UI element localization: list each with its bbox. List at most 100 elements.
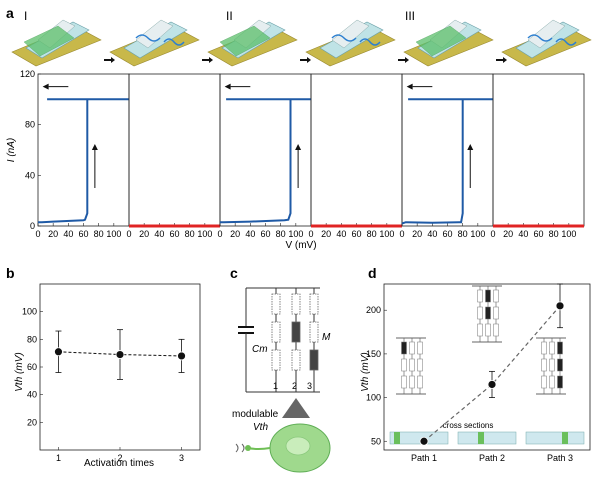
y-tick-label: 120 xyxy=(20,69,35,79)
phase-label-3: III xyxy=(405,9,415,23)
d-data-point xyxy=(419,436,429,446)
b-data-point xyxy=(54,347,63,357)
iv-xlabel: V (mV) xyxy=(285,240,316,251)
bridge xyxy=(135,19,174,49)
d-y-tick-label: 100 xyxy=(366,393,381,403)
inset-memristor-icon xyxy=(557,358,563,372)
branch-2 xyxy=(291,288,301,392)
inset-memristor-icon xyxy=(417,341,423,355)
iv-trace xyxy=(401,98,493,225)
arrow-head-icon xyxy=(467,144,474,150)
memristor-icon xyxy=(291,349,301,371)
x-tick-label: 100 xyxy=(379,229,394,239)
x-tick-label: 80 xyxy=(367,229,377,239)
inset-memristor-icon xyxy=(541,341,547,355)
inset-memristor-icon xyxy=(493,289,499,303)
x-tick-label: 80 xyxy=(458,229,468,239)
branch-label-3: 3 xyxy=(307,381,312,391)
d-data-point xyxy=(555,301,565,311)
memristor-icon xyxy=(291,293,301,315)
memristor-icon xyxy=(309,349,319,371)
d-x-tick-label: Path 3 xyxy=(547,453,573,463)
device-5 xyxy=(403,19,494,67)
m-label: M xyxy=(322,332,331,343)
arrow-head-icon xyxy=(503,57,507,63)
device-3 xyxy=(207,19,298,67)
x-tick-label: 100 xyxy=(288,229,303,239)
circuit-diagram: Cm 1 2 3 M modulable Vth xyxy=(232,287,331,473)
phase-label-1: I xyxy=(24,9,27,23)
spiral-icon xyxy=(527,34,553,42)
inset-memristor-icon xyxy=(541,375,547,389)
d-y-tick-label: 200 xyxy=(366,305,381,315)
x-tick-label: 60 xyxy=(442,229,452,239)
branch-1 xyxy=(271,288,281,392)
d-x-tick-label: Path 2 xyxy=(479,453,505,463)
x-tick-label: 20 xyxy=(230,229,240,239)
bridge xyxy=(527,19,566,49)
b-data-point xyxy=(115,350,125,359)
x-tick-label: 0 xyxy=(399,229,404,239)
x-tick-label: 0 xyxy=(126,229,131,239)
spiral-icon xyxy=(163,38,185,46)
memristor-icon xyxy=(291,321,301,343)
subplot-frame xyxy=(401,73,494,227)
x-tick-label: 20 xyxy=(139,229,149,239)
x-tick-label: 60 xyxy=(169,229,179,239)
b-x-tick-label: 3 xyxy=(179,453,184,463)
x-tick-label: 0 xyxy=(35,229,40,239)
x-tick-label: 60 xyxy=(78,229,88,239)
cross-section xyxy=(389,431,449,445)
cross-section-filament xyxy=(478,432,484,444)
inset-memristor-icon xyxy=(493,306,499,320)
filament-region xyxy=(219,25,271,57)
spiral-icon xyxy=(555,38,577,46)
x-tick-label: 100 xyxy=(561,229,576,239)
inset-memristor-icon xyxy=(401,341,407,355)
x-tick-label: 60 xyxy=(533,229,543,239)
device-1 xyxy=(11,19,102,67)
panel-label-c: c xyxy=(230,265,238,281)
inset-memristor-icon xyxy=(549,341,555,355)
inset-memristor-icon xyxy=(549,358,555,372)
arrow-head-icon xyxy=(405,57,409,63)
inset-memristor-icon xyxy=(541,358,547,372)
inset-memristor-icon xyxy=(477,323,483,337)
b-y-tick-label: 40 xyxy=(27,390,37,400)
modulable-label: modulable xyxy=(232,409,279,420)
d-data-point xyxy=(487,380,497,389)
triangle-icon xyxy=(282,398,310,418)
x-tick-label: 40 xyxy=(518,229,528,239)
filament-region xyxy=(23,25,75,57)
y-tick-label: 40 xyxy=(25,170,35,180)
inset-memristor-icon xyxy=(477,306,483,320)
inset-memristor-icon xyxy=(549,375,555,389)
d-inset-circuit-3 xyxy=(536,337,566,395)
cross-section xyxy=(525,431,585,445)
memristor-icon xyxy=(271,293,281,315)
arrow-head-icon xyxy=(111,57,115,63)
filament-region xyxy=(415,25,467,57)
x-tick-label: 40 xyxy=(245,229,255,239)
x-tick-label: 40 xyxy=(427,229,437,239)
phase-label-2: II xyxy=(226,9,233,23)
memristor-branches xyxy=(271,288,319,392)
arrow-head-icon xyxy=(209,57,213,63)
inset-memristor-icon xyxy=(417,375,423,389)
cross-sections-label: cross sections xyxy=(443,421,494,430)
subplot-frame xyxy=(310,73,403,227)
iv-ylabel: I (nA) xyxy=(6,138,17,162)
panel-label-d: d xyxy=(368,265,377,281)
arrow-head-icon xyxy=(42,83,49,90)
b-ylabel: Vth (mV) xyxy=(14,352,25,391)
inset-memristor-icon xyxy=(401,358,407,372)
x-tick-label: 20 xyxy=(321,229,331,239)
memristor-icon xyxy=(309,293,319,315)
